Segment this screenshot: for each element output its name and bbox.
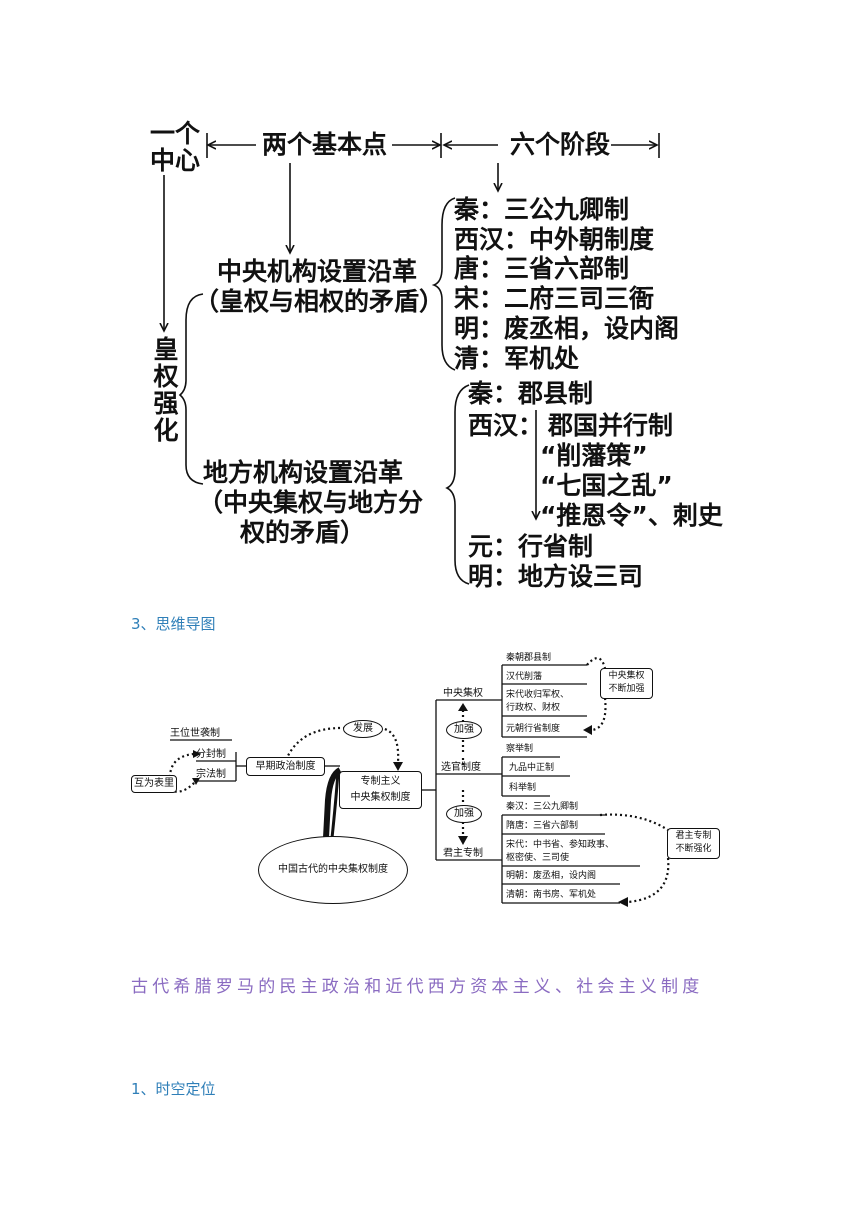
- monarch-item-song-line2: 枢密使、三司使: [506, 853, 570, 863]
- central-item-han: 汉代削藩: [506, 672, 543, 682]
- central-item-yuan: 元朝行省制度: [506, 724, 561, 734]
- central-branch-subtitle: （皇权与相权的矛盾）: [194, 287, 445, 316]
- central-note-box: 中央集权 不断加强: [600, 668, 653, 699]
- header-six-stages: 六个阶段: [510, 130, 611, 159]
- selection-item-keju: 科举制: [509, 783, 537, 793]
- central-stage-song: 宋：二府三司三衙: [454, 284, 655, 313]
- central-stage-qing: 清：军机处: [454, 344, 580, 373]
- central-item-qin: 秦朝郡县制: [506, 653, 552, 663]
- strengthen-oval-1: 加强: [446, 721, 482, 739]
- local-stage-ming: 明：地方设三司: [468, 562, 644, 591]
- central-stage-ming: 明：废丞相，设内阁: [454, 314, 680, 343]
- header-basic-points: 两个基本点: [262, 130, 388, 159]
- autocracy-box: 专制主义 中央集权制度: [339, 771, 422, 809]
- section-title: 古代希腊罗马的民主政治和近代西方资本主义、社会主义制度: [131, 977, 704, 997]
- branch-monarch: 君主专制: [443, 848, 483, 859]
- early-item-fengjian: 分封制: [196, 749, 226, 760]
- local-stage-qin: 秦：郡县制: [468, 379, 594, 408]
- local-xihan-item-1: 郡国并行制: [548, 411, 674, 440]
- monarch-note-line1: 君主专制: [675, 831, 712, 841]
- early-item-hereditary: 王位世袭制: [170, 728, 220, 739]
- core-label: 皇权强化: [153, 335, 179, 445]
- central-stage-xihan: 西汉：中外朝制度: [454, 225, 655, 254]
- local-xihan-item-4: “推恩令”、刺史: [540, 501, 723, 530]
- monarch-note-line2: 不断强化: [675, 844, 712, 854]
- selection-item-chaju: 察举制: [506, 744, 534, 754]
- central-stage-qin: 秦：三公九卿制: [454, 195, 630, 224]
- central-note-line1: 中央集权: [608, 671, 645, 681]
- center-label-line1: 一个: [150, 119, 201, 148]
- monarch-item-suitang: 隋唐：三省六部制: [506, 821, 579, 831]
- local-branch-subtitle-1: （中央集权与地方分: [198, 488, 424, 517]
- central-note-line2: 不断加强: [608, 684, 645, 694]
- local-branch-title: 地方机构设置沿革: [203, 458, 404, 487]
- local-xihan-item-3: “七国之乱”: [540, 471, 673, 500]
- selection-item-jiupin: 九品中正制: [509, 763, 555, 773]
- monarch-item-ming: 明朝：废丞相，设内阁: [506, 871, 597, 881]
- local-stage-yuan: 元：行省制: [468, 532, 594, 561]
- early-item-zongfa: 宗法制: [196, 769, 226, 780]
- spacetime-heading: 1、时空定位: [131, 1080, 216, 1098]
- autocracy-line2: 中央集权制度: [350, 792, 411, 803]
- branch-selection: 选官制度: [441, 762, 481, 773]
- monarch-item-qing: 清朝：南书房、军机处: [506, 890, 597, 900]
- local-stage-xihan-label: 西汉：: [468, 411, 544, 440]
- local-xihan-item-2: “削藩策”: [540, 441, 648, 470]
- central-item-song-line1: 宋代收归军权、: [506, 690, 570, 700]
- early-system-box: 早期政治制度: [246, 757, 325, 776]
- root-oval: 中国古代的中央集权制度: [258, 836, 408, 904]
- local-branch-subtitle-2: 权的矛盾）: [240, 518, 366, 547]
- mindmap-heading: 3、思维导图: [131, 615, 216, 633]
- central-branch-title: 中央机构设置沿革: [217, 257, 418, 286]
- central-stage-tang: 唐：三省六部制: [454, 254, 630, 283]
- mutual-box: 互为表里: [131, 775, 177, 793]
- diagram-1-connectors: [0, 133, 660, 585]
- autocracy-line1: 专制主义: [360, 776, 401, 787]
- central-item-song-line2: 行政权、财权: [506, 703, 561, 713]
- monarch-item-qinhan: 秦汉：三公九卿制: [506, 802, 579, 812]
- monarch-note-box: 君主专制 不断强化: [667, 828, 720, 859]
- develop-oval: 发展: [343, 720, 383, 738]
- monarch-item-song-line1: 宋代：中书省、参知政事、: [506, 840, 615, 850]
- center-label-line2: 中心: [150, 146, 201, 175]
- strengthen-oval-2: 加强: [446, 805, 482, 823]
- branch-central: 中央集权: [443, 688, 483, 699]
